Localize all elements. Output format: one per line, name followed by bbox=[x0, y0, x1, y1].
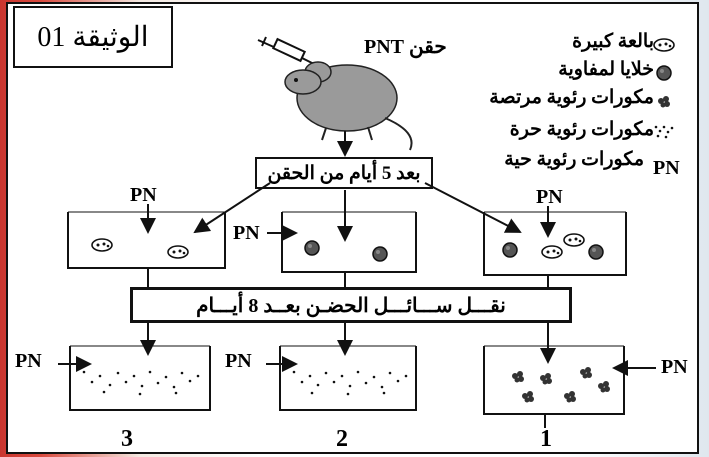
pn-label-dish3-top: PN bbox=[130, 184, 157, 206]
pn-label-dish2-bottom: PN bbox=[225, 350, 252, 372]
dish-3-bottom bbox=[69, 345, 211, 411]
legend-live-label: مكورات رئوية حية bbox=[504, 149, 644, 170]
pn-label-dish2-top: PN bbox=[233, 222, 260, 244]
step-after-injection: بعد 5 أيام من الحقن bbox=[255, 157, 433, 189]
transfer-step: نقـــل ســـائـــل الحضـن بعــد 8 أيـــام bbox=[130, 287, 572, 323]
injection-label: حقن PNT bbox=[364, 36, 447, 58]
dish-2-top bbox=[281, 211, 417, 273]
free-pneumococci-icon bbox=[654, 125, 674, 139]
legend-macrophage-label: بالعة كبيرة bbox=[572, 31, 654, 52]
legend-lymphocyte-label: خلايا لمفاوية bbox=[558, 59, 654, 80]
dish-number-1: 1 bbox=[540, 426, 552, 452]
dish-3-top bbox=[67, 211, 226, 269]
document-title: الوثيقة 01 bbox=[13, 6, 173, 68]
pn-label-dish3-bottom: PN bbox=[15, 350, 42, 372]
macrophage-icon bbox=[653, 38, 675, 52]
pn-label-dish1-bottom: PN bbox=[661, 356, 688, 378]
dish-1-top bbox=[483, 211, 627, 276]
syringe-icon bbox=[257, 36, 319, 67]
agglutinated-pneumococci-icon bbox=[658, 96, 670, 108]
dish-number-2: 2 bbox=[336, 426, 348, 452]
lymphocyte-icon bbox=[656, 65, 672, 81]
legend-agglutinated-label: مكورات رئوية مرتصة bbox=[489, 87, 654, 108]
pn-label-dish1-top: PN bbox=[536, 186, 563, 208]
dish-1-bottom bbox=[483, 345, 625, 415]
mouse-icon bbox=[284, 61, 413, 151]
dish-number-3: 3 bbox=[121, 426, 133, 452]
dish-2-bottom bbox=[279, 345, 417, 411]
legend-free-label: مكورات رئوية حرة bbox=[509, 119, 654, 140]
legend-pn-symbol: PN bbox=[653, 157, 680, 179]
